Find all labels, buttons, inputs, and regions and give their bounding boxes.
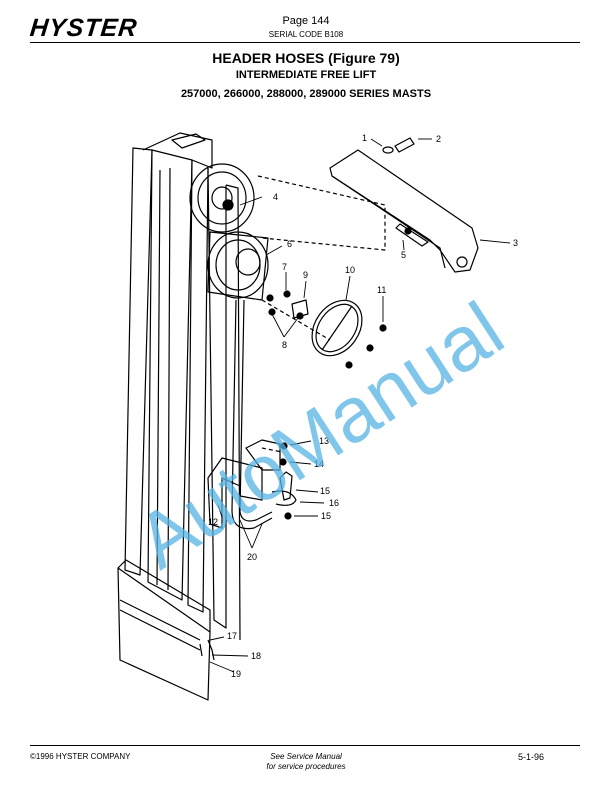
mast-inner-rail bbox=[187, 159, 209, 613]
callout-14: 14 bbox=[314, 459, 324, 469]
header-divider bbox=[30, 42, 580, 43]
callout-16: 16 bbox=[329, 498, 339, 508]
callout-7: 7 bbox=[282, 262, 287, 272]
callout-15-upper: 15 bbox=[320, 486, 330, 496]
service-note-line1: See Service Manual bbox=[270, 752, 342, 761]
callout-15-lower: 15 bbox=[321, 511, 331, 521]
callout-1: 1 bbox=[362, 133, 367, 143]
hose-bracket bbox=[207, 457, 263, 529]
footer-divider bbox=[30, 745, 580, 746]
sheave-large bbox=[189, 163, 255, 233]
callout-11: 11 bbox=[377, 285, 386, 295]
carriage bbox=[117, 567, 211, 701]
serial-code: SERIAL CODE B108 bbox=[268, 30, 344, 39]
callout-19: 19 bbox=[231, 669, 241, 679]
callout-12: 12 bbox=[208, 517, 218, 527]
callout-17: 17 bbox=[227, 631, 237, 641]
revision-date: 5-1-96 bbox=[517, 752, 544, 762]
callout-20: 20 bbox=[247, 552, 257, 562]
mast-channel bbox=[147, 149, 193, 601]
callout-18: 18 bbox=[251, 651, 261, 661]
page-subtitle: INTERMEDIATE FREE LIFT bbox=[235, 69, 377, 81]
page-title: HEADER HOSES (Figure 79) bbox=[212, 50, 400, 66]
sheave-hose bbox=[207, 231, 269, 299]
callout-3: 3 bbox=[513, 238, 518, 248]
mast-series: 257000, 266000, 288000, 289000 SERIES MA… bbox=[180, 88, 432, 100]
hose-reel bbox=[311, 299, 363, 357]
callout-4: 4 bbox=[273, 192, 278, 202]
callout-13: 13 bbox=[319, 436, 329, 446]
callout-2: 2 bbox=[436, 134, 441, 144]
callout-10: 10 bbox=[345, 265, 355, 275]
callout-8: 8 bbox=[282, 340, 287, 350]
callout-5: 5 bbox=[401, 250, 406, 260]
copyright: ©1996 HYSTER COMPANY bbox=[30, 752, 131, 761]
page-number: Page 144 bbox=[282, 15, 330, 27]
service-note-line2: for service procedures bbox=[266, 762, 346, 771]
callout-9: 9 bbox=[303, 270, 308, 280]
callout-6: 6 bbox=[287, 239, 292, 249]
service-note: See Service Manual for service procedure… bbox=[236, 752, 376, 772]
